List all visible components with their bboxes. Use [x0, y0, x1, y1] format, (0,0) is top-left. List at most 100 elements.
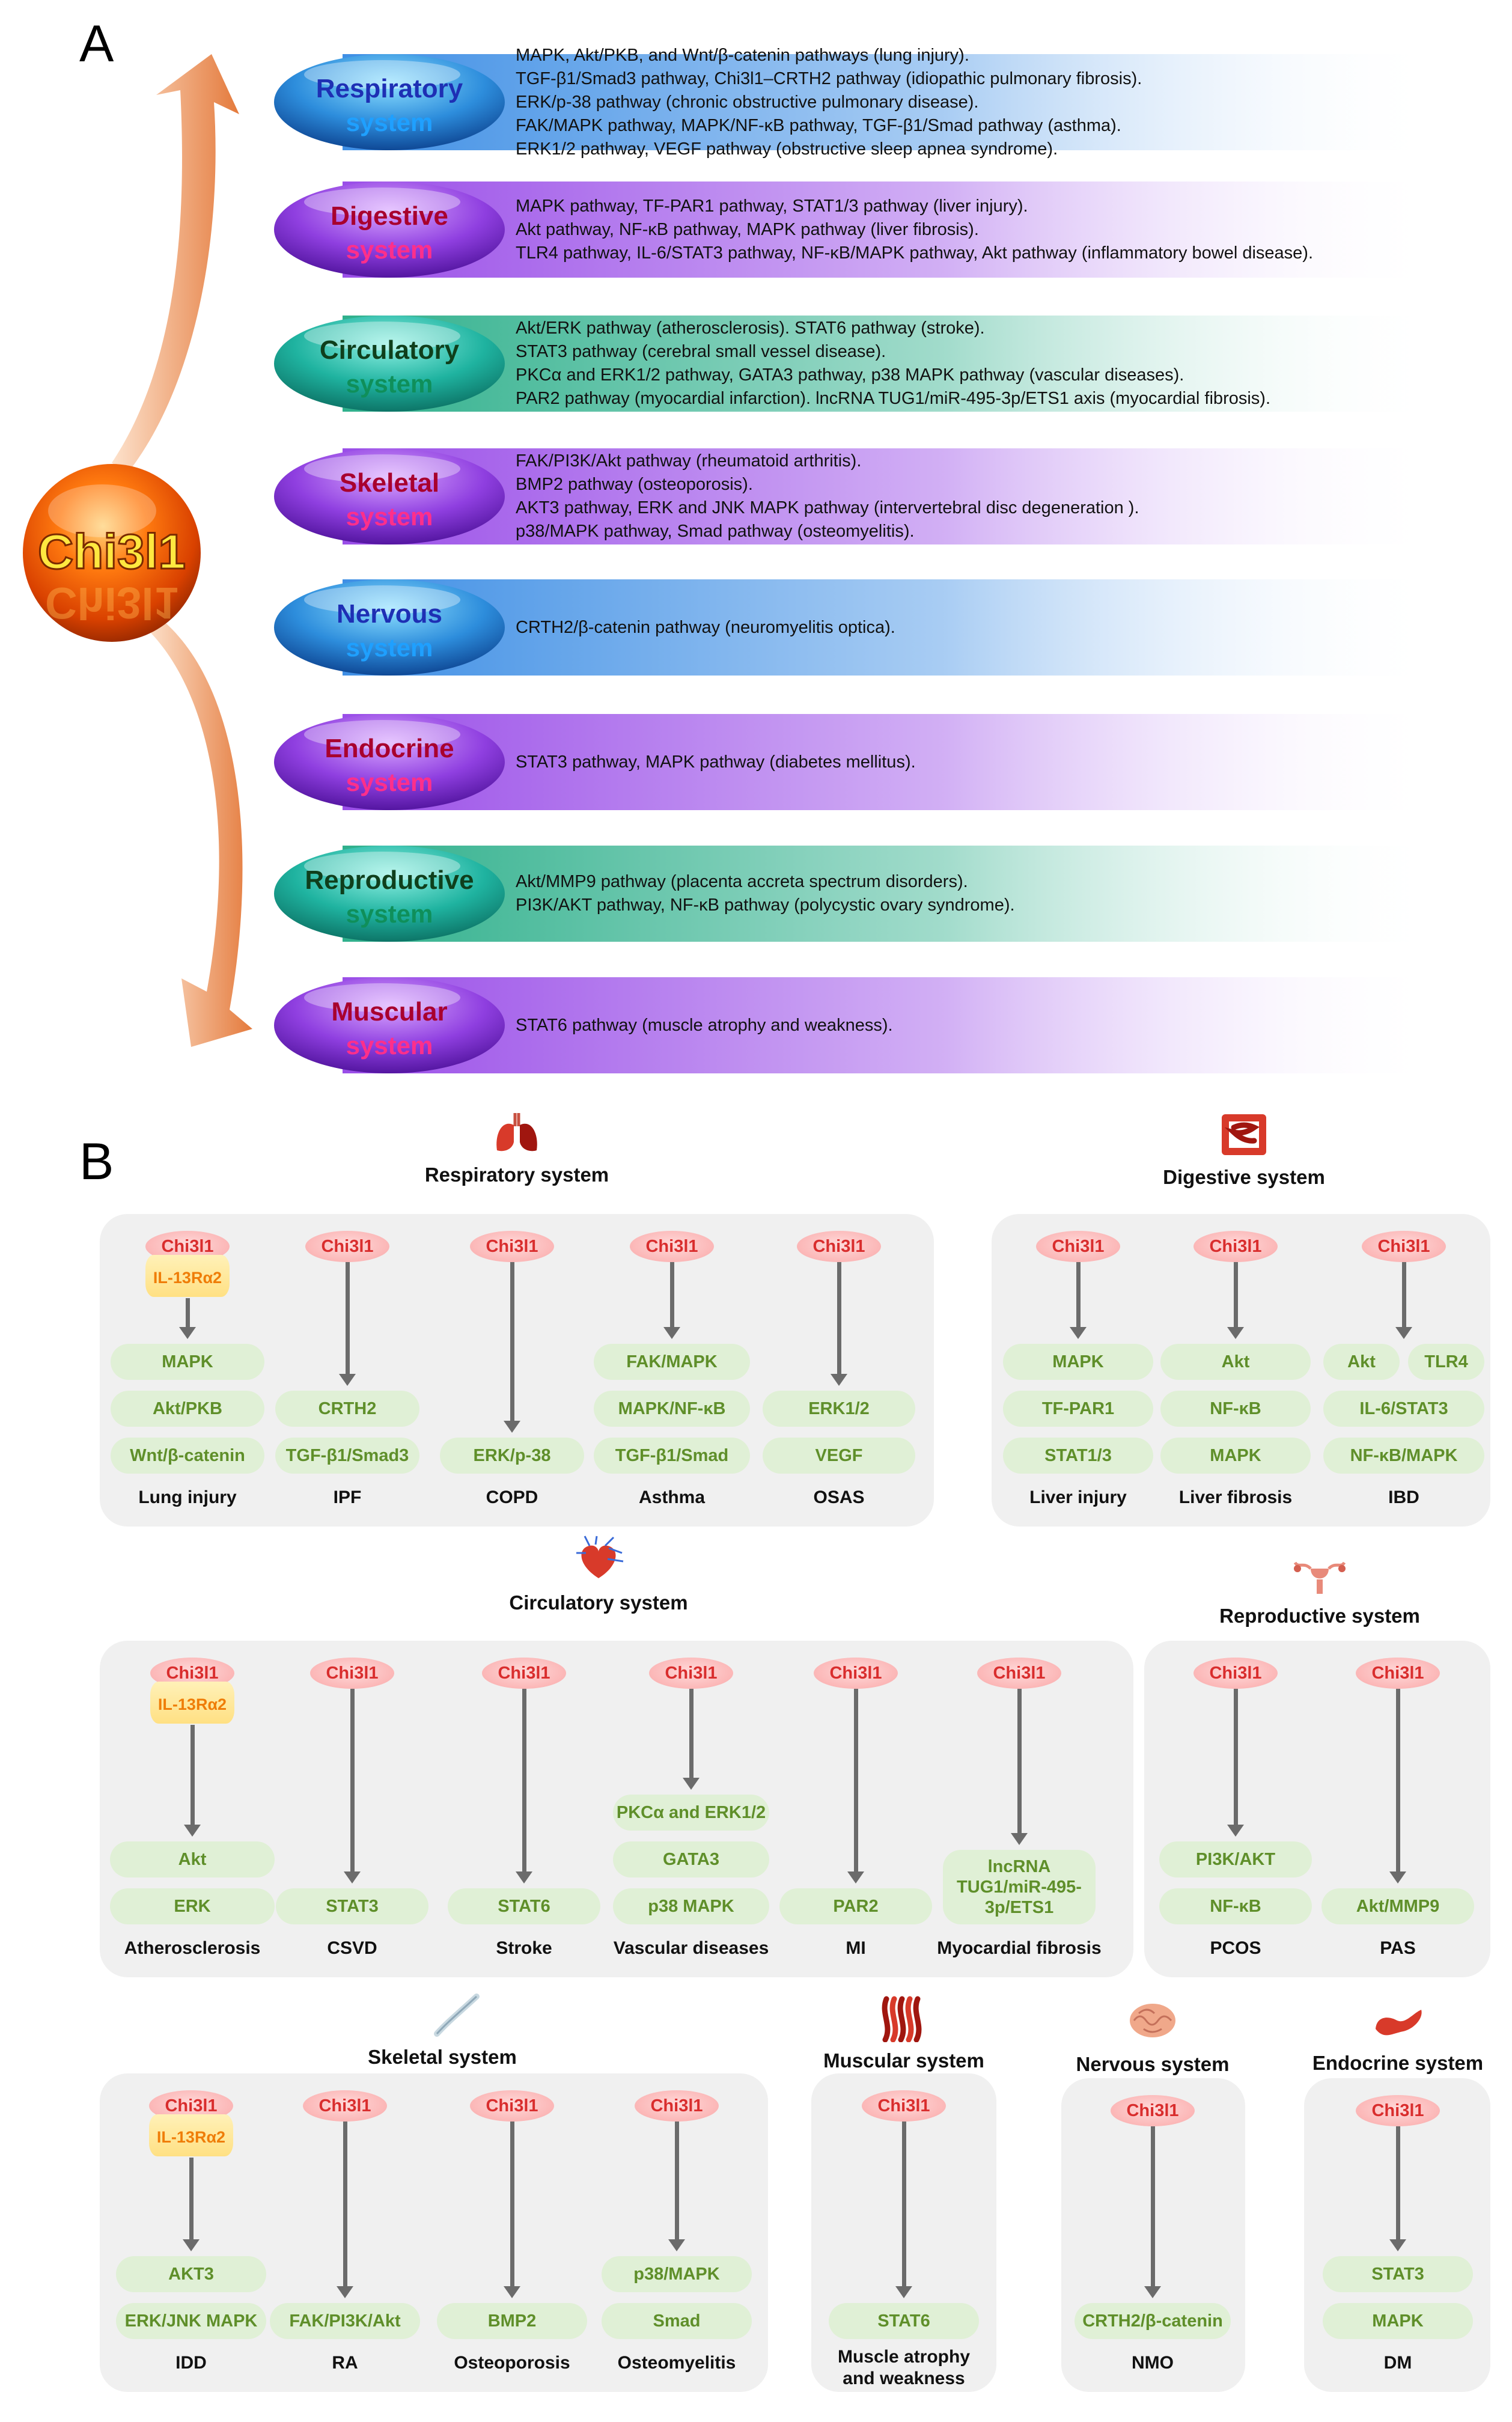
disease-label: IPF	[333, 1487, 362, 1507]
disease-label: Osteomyelitis	[617, 2353, 736, 2373]
pathway-node: STAT6	[448, 1888, 600, 1924]
pathway-node: VEGF	[763, 1438, 915, 1474]
system-title: Reproductive system	[1219, 1605, 1420, 1627]
system-suffix: system	[346, 370, 433, 398]
pathway-node: CRTH2/β-catenin	[1075, 2303, 1231, 2339]
chi3l1-node: Chi3l1	[310, 1658, 394, 1689]
disease-label: OSAS	[813, 1487, 865, 1507]
pathway-line: STAT3 pathway (cerebral small vessel dis…	[516, 342, 886, 361]
system-title: Digestive system	[1163, 1166, 1325, 1188]
pathway-text: CRTH2/β-catenin pathway (neuromyelitis o…	[516, 616, 1477, 639]
down-arrow	[1070, 1262, 1087, 1339]
pathway-line: BMP2 pathway (osteoporosis).	[516, 475, 753, 494]
down-arrow	[831, 1262, 847, 1386]
system-suffix: system	[346, 633, 433, 662]
down-arrow	[1144, 2126, 1161, 2298]
down-arrow	[183, 2158, 200, 2251]
il13ra2-node: IL-13Rα2	[145, 1255, 230, 1297]
chi3l1-node: Chi3l1	[1356, 1658, 1440, 1689]
disease-label: PCOS	[1210, 1938, 1261, 1958]
ellipse-highlight	[304, 60, 460, 89]
row-band	[343, 448, 1436, 544]
disease-label: Liver fibrosis	[1178, 1487, 1293, 1507]
pathway-node: PI3K/AKT	[1159, 1841, 1312, 1878]
system-name: Digestive	[331, 201, 448, 231]
ellipse-highlight	[304, 454, 460, 483]
chi3l1-node: Chi3l1	[482, 1658, 566, 1689]
system-suffix: system	[346, 768, 433, 796]
system-title: Circulatory system	[509, 1591, 688, 1614]
disease-label: Atherosclerosis	[124, 1938, 261, 1958]
down-arrow	[179, 1298, 196, 1339]
system-name: Skeletal	[340, 468, 439, 498]
disease-label: IBD	[1388, 1487, 1419, 1507]
pathway-node: TLR4	[1408, 1344, 1484, 1380]
disease-label: Myocardial fibrosis	[937, 1938, 1102, 1958]
down-arrow	[504, 2122, 520, 2298]
down-arrow	[504, 1262, 520, 1433]
system-ellipse	[274, 181, 505, 278]
pathway-line: PAR2 pathway (myocardial infarction). ln…	[516, 389, 1271, 408]
pathway-line: TGF-β1/Smad3 pathway, Chi3l1–CRTH2 pathw…	[516, 69, 1142, 88]
pathway-line: FAK/MAPK pathway, MAPK/NF-κB pathway, TG…	[516, 115, 1121, 135]
chi3l1-node: Chi3l1	[1362, 1231, 1446, 1262]
pathway-node: CRTH2	[275, 1391, 419, 1427]
system-suffix: system	[346, 108, 433, 136]
chi3l1-sphere: Chi3l1 Chi3l1	[23, 464, 201, 642]
chi3l1-node: Chi3l1	[862, 2090, 946, 2122]
chi3l1-node: Chi3l1	[635, 2090, 719, 2122]
system-name: Reproductive	[305, 865, 474, 895]
uterus-icon	[1293, 1551, 1347, 1600]
chi3l1-node: Chi3l1	[470, 1231, 554, 1262]
row-band	[343, 54, 1436, 150]
up-arrow	[112, 54, 239, 475]
ellipse-highlight	[304, 720, 460, 749]
down-arrow	[895, 2122, 912, 2298]
pathway-line: p38/MAPK pathway, Smad pathway (osteomye…	[516, 522, 915, 541]
pathway-line: Akt/MMP9 pathway (placenta accreta spect…	[516, 872, 968, 891]
pathway-text: MAPK, Akt/PKB, and Wnt/β-catenin pathway…	[516, 44, 1477, 161]
system-ellipse	[274, 316, 505, 412]
chi3l1-node: Chi3l1	[977, 1658, 1061, 1689]
down-arrow	[847, 1689, 864, 1884]
pathway-node: Akt	[1323, 1344, 1400, 1380]
pathway-node: MAPK	[1003, 1344, 1153, 1380]
pancreas-icon	[1371, 1998, 1425, 2048]
row-band	[343, 579, 1436, 676]
pathway-node: Akt	[110, 1841, 275, 1878]
chi3l1-node: Chi3l1	[470, 2090, 554, 2122]
pathway-line: Akt/ERK pathway (atherosclerosis). STAT6…	[516, 319, 985, 338]
pathway-node: AKT3	[116, 2256, 266, 2292]
down-arrow	[516, 1689, 532, 1884]
pathway-node: MAPK	[1323, 2303, 1473, 2339]
chi3l1-node: Chi3l1	[630, 1231, 714, 1262]
panel-a-label: A	[79, 15, 114, 73]
pathway-node: p38 MAPK	[613, 1888, 769, 1924]
pathway-line: Akt pathway, NF-κB pathway, MAPK pathway…	[516, 219, 979, 239]
system-title: Respiratory system	[424, 1164, 609, 1186]
pathway-node: TGF-β1/Smad	[594, 1438, 750, 1474]
system-ellipse	[274, 977, 505, 1073]
disease-label: Muscle atrophy and weakness	[837, 2347, 971, 2388]
system-title: Muscular system	[823, 2049, 984, 2072]
disease-label: CSVD	[327, 1938, 377, 1958]
system-ellipse	[274, 579, 505, 676]
down-arrow	[1389, 2126, 1406, 2251]
pathway-node: TF-PAR1	[1003, 1391, 1153, 1427]
pathway-node: GATA3	[613, 1841, 769, 1878]
chi3l1-node: Chi3l1	[305, 1231, 389, 1262]
ellipse-highlight	[304, 188, 460, 216]
pathway-node: PKCα and ERK1/2	[613, 1795, 769, 1831]
pathway-node: PAR2	[779, 1888, 932, 1924]
pathway-text: Akt/ERK pathway (atherosclerosis). STAT6…	[516, 317, 1477, 410]
disease-label: Vascular diseases	[613, 1938, 769, 1958]
muscle-icon	[877, 1995, 931, 2045]
il13ra2-node: IL-13Rα2	[150, 1682, 234, 1724]
system-title: Skeletal system	[368, 2046, 517, 2068]
intestine-icon	[1217, 1111, 1271, 1161]
pathway-line: STAT6 pathway (muscle atrophy and weakne…	[516, 1015, 893, 1035]
ellipse-highlight	[304, 852, 460, 880]
down-arrow	[1389, 1689, 1406, 1884]
disease-label: IDD	[175, 2353, 207, 2373]
